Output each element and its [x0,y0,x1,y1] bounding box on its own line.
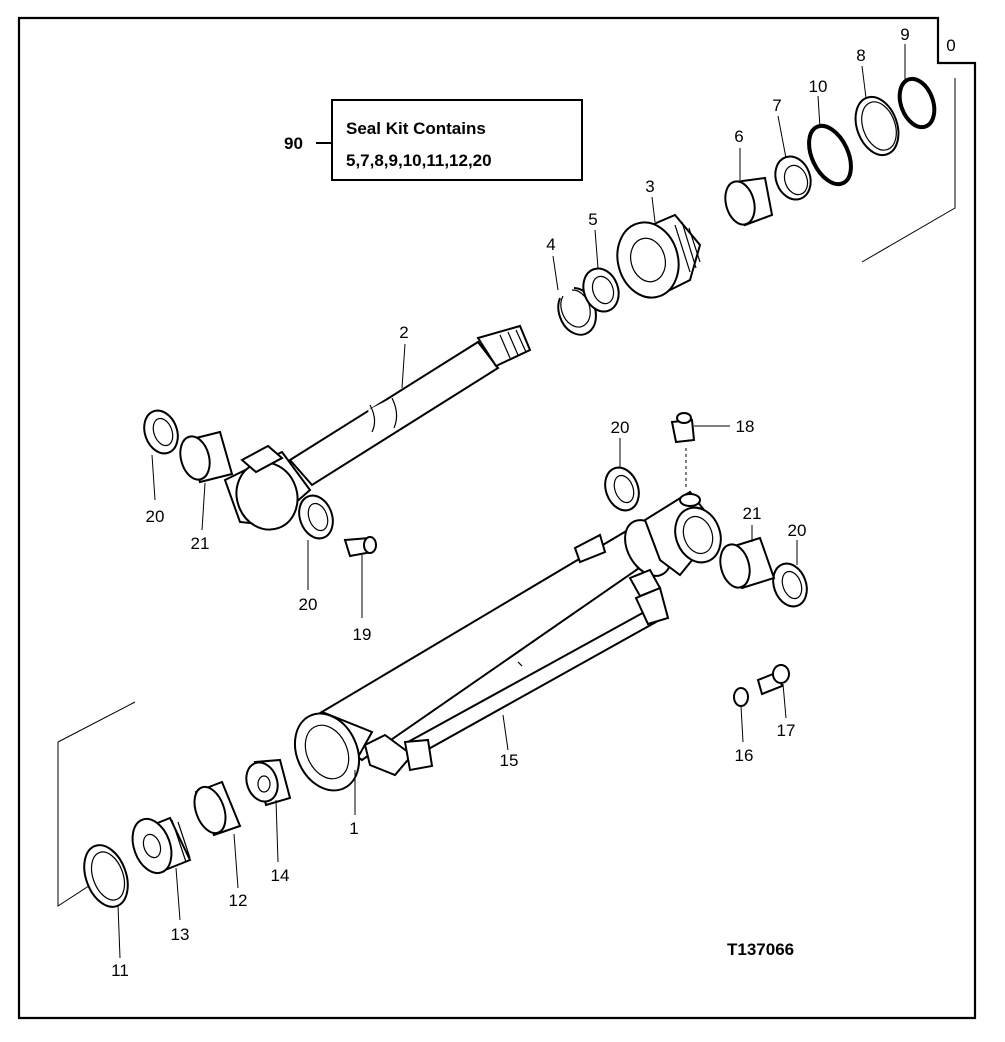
callout-13: 13 [171,925,190,944]
upper-guide-line [861,78,956,263]
part-dust-seal-20-center [298,494,334,540]
seal-kit-ref: 90 [284,134,303,153]
part-wiper [582,267,620,313]
callout-8: 8 [856,46,865,65]
callout-14: 14 [271,866,290,885]
callout-11: 11 [111,961,129,980]
callout-7: 7 [772,96,781,115]
figure-id: T137066 [727,940,794,959]
callout-20-top: 20 [611,418,630,437]
part-barrel [293,519,672,792]
callout-20-left: 20 [146,507,165,526]
callout-15: 15 [500,751,519,770]
part-piston [131,816,192,875]
part-backup-ring [854,95,900,157]
callout-5: 5 [588,210,597,229]
part-wear-ring [193,780,242,837]
callout-10: 10 [809,77,828,96]
callout-4: 4 [546,235,555,254]
part-bushing [724,176,774,227]
callout-9: 9 [900,25,909,44]
callout-20-right: 20 [788,521,807,540]
part-gland [616,213,702,299]
part-grease-fitting [670,412,696,490]
callout-1: 1 [349,819,358,838]
callout-19: 19 [353,625,372,644]
corner-label: 0 [946,36,955,55]
callout-17: 17 [777,721,796,740]
callout-6: 6 [734,127,743,146]
leader-lines [117,44,906,959]
callout-18: 18 [736,417,755,436]
seal-kit-title: Seal Kit Contains [346,119,486,138]
lower-guide-line [57,701,136,907]
part-dust-seal-20-right [772,562,808,608]
callout-16: 16 [735,746,754,765]
callout-2: 2 [399,323,408,342]
seal-kit-box [331,99,583,181]
part-washer [733,687,749,707]
callout-3: 3 [645,177,654,196]
callout-21-right: 21 [743,504,762,523]
part-nut [245,758,292,807]
callout-21-left: 21 [191,534,210,553]
part-screw [756,664,790,696]
part-o-ring-9 [897,76,937,130]
callout-12: 12 [229,891,248,910]
part-bushing-21-left [179,430,234,484]
part-o-ring-10 [807,123,853,187]
part-dust-seal-20-top [604,466,640,512]
part-rod-seal [774,155,812,201]
part-bushing-21-right [719,536,776,590]
part-fitting-19 [343,536,377,558]
part-seal-11 [83,844,129,908]
diagram-border [17,16,977,1020]
callout-labels: 1 2 3 4 5 6 7 8 9 10 11 12 13 14 15 16 1… [111,25,910,980]
part-dust-seal-20-left [143,409,179,455]
seal-kit-callout: Seal Kit Contains 5,7,8,9,10,11,12,20 90 [284,99,583,181]
callout-20-center: 20 [299,595,318,614]
part-base-eye [643,490,722,577]
seal-kit-contents: 5,7,8,9,10,11,12,20 [346,151,492,170]
part-tube-line [403,568,670,772]
part-rod [223,324,532,531]
